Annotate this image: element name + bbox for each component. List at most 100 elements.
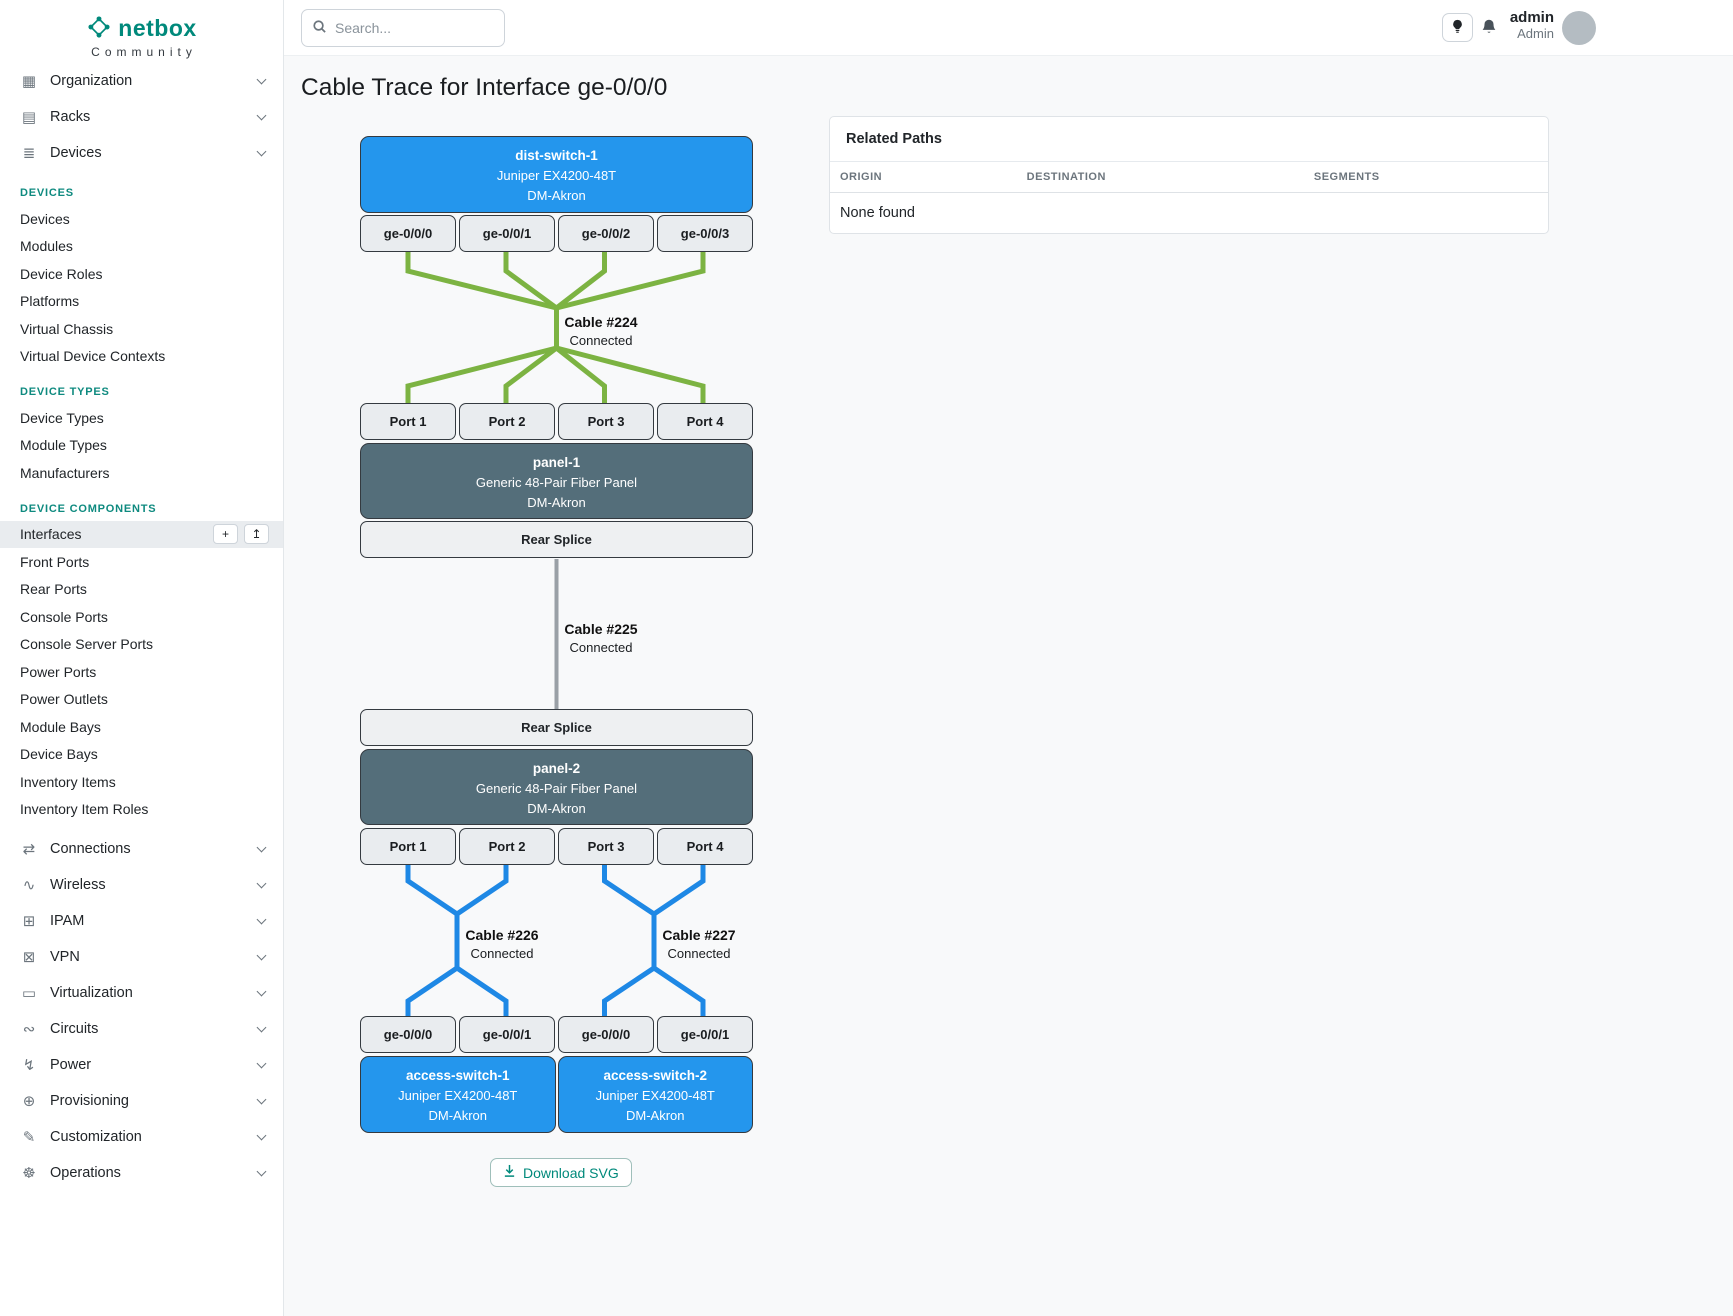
- circuits-icon: ∾: [22, 1020, 36, 1038]
- sidebar-item-interfaces[interactable]: Interfaces + ↥: [0, 520, 283, 548]
- sidebar-group-organization[interactable]: ▦ Organization: [0, 63, 283, 99]
- notifications-bell-icon[interactable]: [1480, 18, 1498, 39]
- sidebar-item-module-types[interactable]: Module Types: [20, 437, 107, 454]
- sidebar-item-manufacturers[interactable]: Manufacturers: [20, 464, 110, 481]
- sidebar-item-device-bays[interactable]: Device Bays: [20, 746, 98, 763]
- panel2-rear-splice: Rear Splice: [360, 709, 753, 746]
- search-input[interactable]: [335, 20, 494, 36]
- device-name: access-switch-2: [603, 1068, 708, 1083]
- interface-ge-0-0-2[interactable]: ge-0/0/2: [558, 215, 654, 252]
- sidebar-item-device-types[interactable]: Device Types: [20, 409, 104, 426]
- related-paths-card: Related Paths ORIGIN DESTINATION SEGMENT…: [829, 116, 1549, 234]
- download-icon: [503, 1164, 516, 1181]
- device-access-switch-2[interactable]: access-switch-2 Juniper EX4200-48T DM-Ak…: [557, 1056, 753, 1133]
- cable-226-label: Cable #226 Connected: [427, 927, 577, 961]
- sidebar-group-operations[interactable]: ☸ Operations: [0, 1155, 283, 1191]
- sidebar-group-vpn[interactable]: ⊠ VPN: [0, 939, 283, 975]
- panel2-front-port-4[interactable]: Port 4: [657, 828, 753, 865]
- cable-link[interactable]: Cable #224: [564, 314, 638, 330]
- cable-link[interactable]: Cable #227: [662, 927, 736, 943]
- group-label: Operations: [50, 1165, 121, 1181]
- device-panel-2[interactable]: panel-2 Generic 48-Pair Fiber Panel DM-A…: [360, 749, 753, 825]
- panel1-front-port-3[interactable]: Port 3: [558, 403, 654, 440]
- sidebar-item-power-outlets[interactable]: Power Outlets: [20, 691, 108, 708]
- device-name: panel-2: [532, 761, 581, 776]
- download-svg-button[interactable]: Download SVG: [490, 1158, 632, 1187]
- chevron-down-icon: [256, 914, 267, 925]
- cable-trace-diagram: dist-switch-1 Juniper EX4200-48T DM-Akro…: [360, 136, 753, 1133]
- panel1-front-port-2[interactable]: Port 2: [459, 403, 555, 440]
- sidebar-group-devices[interactable]: ≣ Devices: [0, 135, 283, 171]
- chevron-down-icon: [256, 878, 267, 889]
- column-origin: ORIGIN: [830, 162, 1017, 193]
- main-content: Cable Trace for Interface ge-0/0/0 Relat…: [284, 56, 1733, 1316]
- cable-224-label: Cable #224 Connected: [526, 314, 676, 348]
- sidebar-group-power[interactable]: ↯ Power: [0, 1047, 283, 1083]
- search-icon: [312, 19, 327, 37]
- cable-225-label: Cable #225 Connected: [526, 621, 676, 655]
- asw2-interface-ge-0-0-1[interactable]: ge-0/0/1: [657, 1016, 753, 1053]
- sidebar-item-rear-ports[interactable]: Rear Ports: [20, 581, 87, 598]
- chevron-down-icon: [256, 986, 267, 997]
- interface-ge-0-0-3[interactable]: ge-0/0/3: [657, 215, 753, 252]
- sidebar-item-inventory-item-roles[interactable]: Inventory Item Roles: [20, 801, 149, 818]
- asw1-interface-ge-0-0-1[interactable]: ge-0/0/1: [459, 1016, 555, 1053]
- cable-link[interactable]: Cable #225: [564, 621, 638, 637]
- sidebar-item-virtual-chassis[interactable]: Virtual Chassis: [20, 320, 114, 337]
- chevron-down-icon: [256, 950, 267, 961]
- device-name: dist-switch-1: [515, 148, 598, 163]
- sidebar-item-power-ports[interactable]: Power Ports: [20, 663, 97, 680]
- cable-status: Connected: [569, 333, 633, 348]
- device-access-switch-1[interactable]: access-switch-1 Juniper EX4200-48T DM-Ak…: [360, 1056, 556, 1133]
- asw2-interface-ge-0-0-0[interactable]: ge-0/0/0: [558, 1016, 654, 1053]
- cable-status: Connected: [667, 946, 731, 961]
- section-header-devices: DEVICES: [20, 187, 74, 199]
- empty-message: None found: [840, 205, 915, 221]
- device-model: Generic 48-Pair Fiber Panel: [475, 781, 638, 797]
- add-button[interactable]: +: [213, 524, 238, 545]
- theme-toggle-button[interactable]: [1442, 13, 1473, 42]
- user-menu[interactable]: admin Admin: [1484, 9, 1554, 41]
- group-label: Circuits: [50, 1021, 99, 1037]
- sidebar-group-provisioning[interactable]: ⊕ Provisioning: [0, 1083, 283, 1119]
- group-label: Connections: [50, 841, 131, 857]
- sidebar-group-racks[interactable]: ▤ Racks: [0, 99, 283, 135]
- device-panel-1[interactable]: panel-1 Generic 48-Pair Fiber Panel DM-A…: [360, 443, 753, 519]
- sidebar-item-inventory-items[interactable]: Inventory Items: [20, 773, 116, 790]
- search-box[interactable]: [301, 9, 505, 47]
- sidebar-item-platforms[interactable]: Platforms: [20, 293, 80, 310]
- sidebar-group-ipam[interactable]: ⊞ IPAM: [0, 903, 283, 939]
- sidebar-item-module-bays[interactable]: Module Bays: [20, 718, 101, 735]
- sidebar-group-wireless[interactable]: ∿ Wireless: [0, 867, 283, 903]
- sidebar-item-front-ports[interactable]: Front Ports: [20, 553, 90, 570]
- sidebar-item-console-server-ports[interactable]: Console Server Ports: [20, 636, 154, 653]
- panel2-front-port-1[interactable]: Port 1: [360, 828, 456, 865]
- device-site: DM-Akron: [625, 1107, 685, 1123]
- sidebar-item-devices[interactable]: Devices: [20, 210, 70, 227]
- sidebar-item-device-roles[interactable]: Device Roles: [20, 265, 103, 282]
- sidebar-item-virtual-device-contexts[interactable]: Virtual Device Contexts: [20, 348, 166, 365]
- brand[interactable]: netbox Community: [0, 0, 283, 63]
- asw1-interface-ge-0-0-0[interactable]: ge-0/0/0: [360, 1016, 456, 1053]
- panel2-front-port-3[interactable]: Port 3: [558, 828, 654, 865]
- avatar[interactable]: [1562, 11, 1596, 45]
- device-dist-switch-1[interactable]: dist-switch-1 Juniper EX4200-48T DM-Akro…: [360, 136, 753, 213]
- sidebar-group-virtualization[interactable]: ▭ Virtualization: [0, 975, 283, 1011]
- cable-link[interactable]: Cable #226: [465, 927, 539, 943]
- import-button[interactable]: ↥: [244, 524, 269, 545]
- interface-ge-0-0-0[interactable]: ge-0/0/0: [360, 215, 456, 252]
- interface-ge-0-0-1[interactable]: ge-0/0/1: [459, 215, 555, 252]
- sidebar-group-customization[interactable]: ✎ Customization: [0, 1119, 283, 1155]
- chevron-down-icon: [256, 1022, 267, 1033]
- sidebar-group-connections[interactable]: ⇄ Connections: [0, 831, 283, 867]
- sidebar-item-modules[interactable]: Modules: [20, 238, 73, 255]
- device-model: Juniper EX4200-48T: [398, 1088, 518, 1104]
- panel1-front-port-4[interactable]: Port 4: [657, 403, 753, 440]
- device-site: DM-Akron: [527, 187, 586, 203]
- download-label: Download SVG: [523, 1164, 619, 1181]
- racks-icon: ▤: [21, 108, 37, 126]
- sidebar-item-console-ports[interactable]: Console Ports: [20, 608, 108, 625]
- sidebar-group-circuits[interactable]: ∾ Circuits: [0, 1011, 283, 1047]
- panel2-front-port-2[interactable]: Port 2: [459, 828, 555, 865]
- panel1-front-port-1[interactable]: Port 1: [360, 403, 456, 440]
